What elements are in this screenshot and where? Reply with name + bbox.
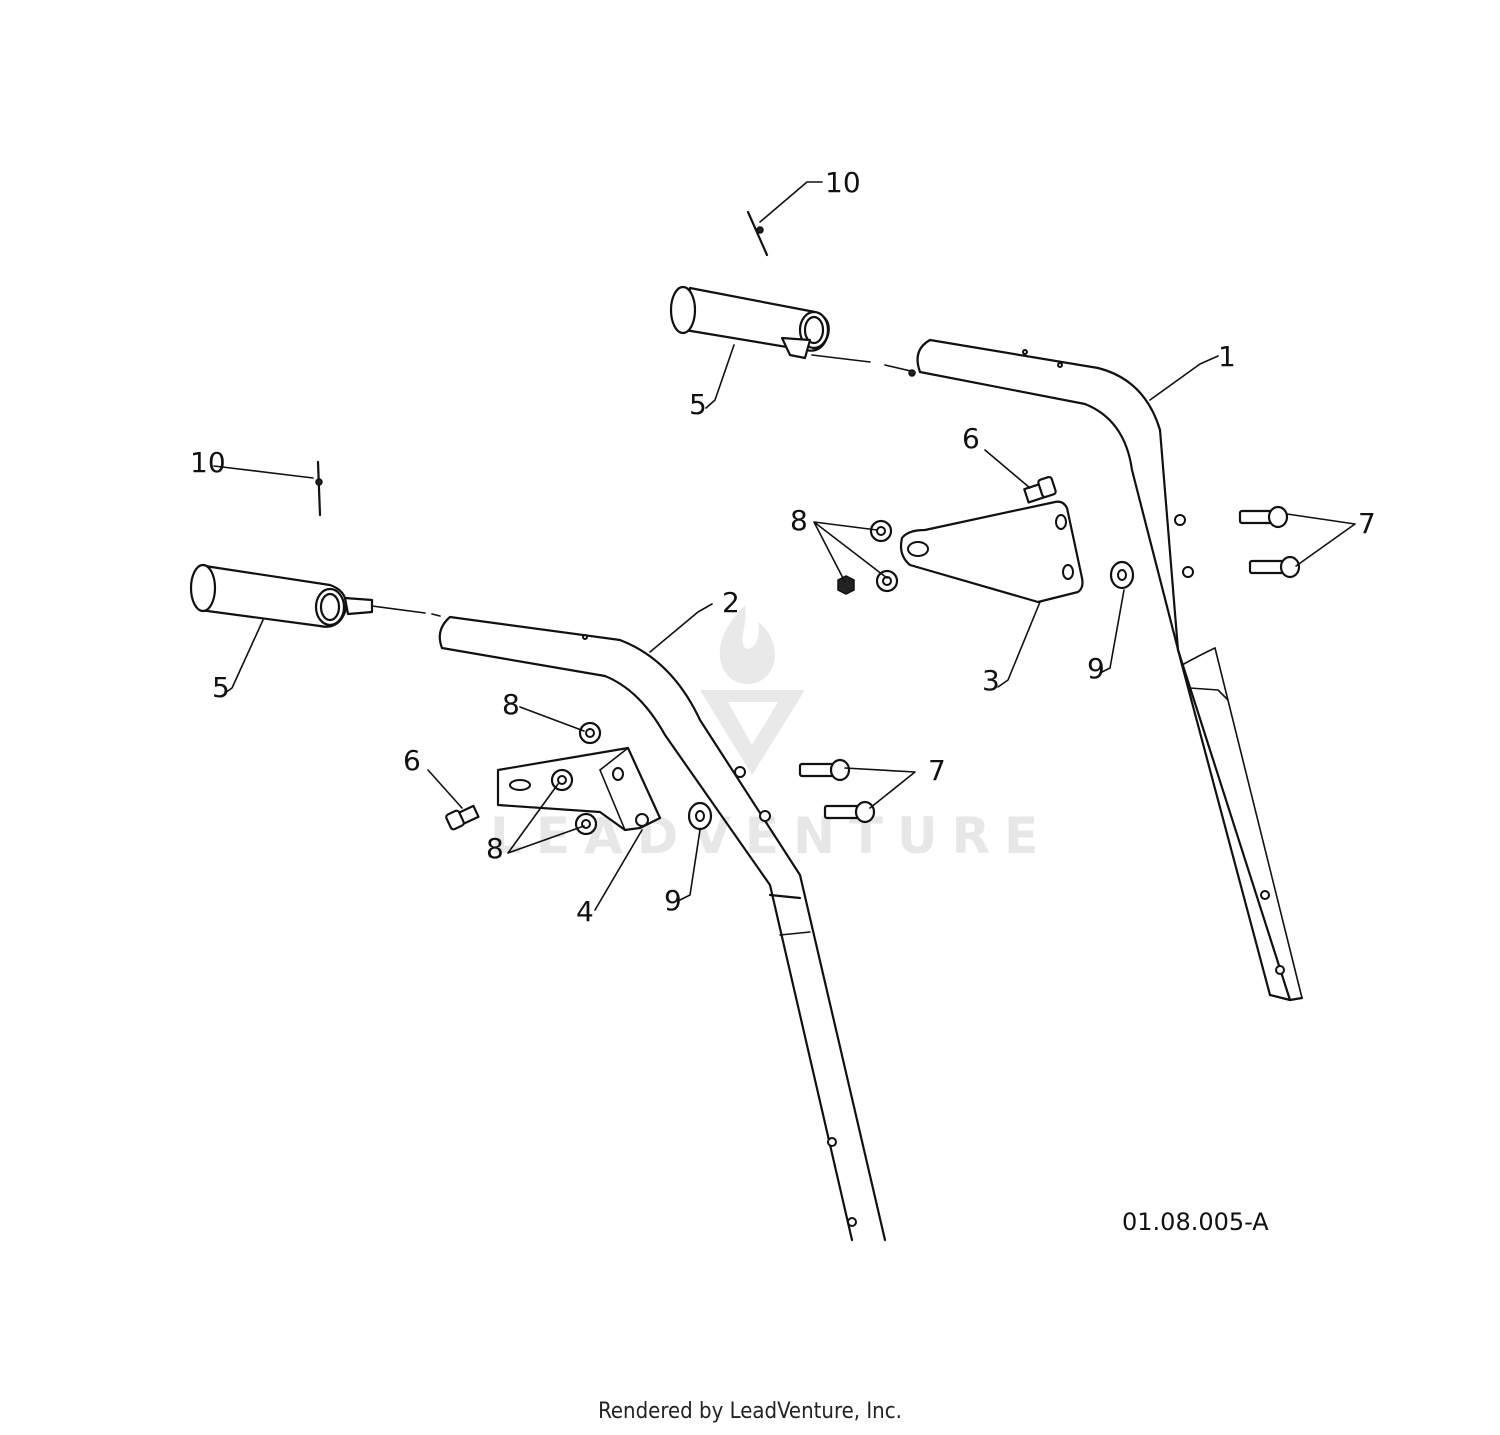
callout-2: 2 (722, 586, 740, 619)
right-handle-tube (916, 338, 1304, 1002)
callout-5-lower: 5 (212, 671, 230, 704)
callout-3: 3 (982, 664, 1000, 697)
bracket-lower (496, 746, 662, 832)
pin-10-upper (746, 210, 769, 257)
callout-1: 1 (1218, 340, 1236, 373)
bracket-upper (899, 500, 1084, 604)
callout-8-lower: 8 (486, 832, 504, 865)
leader-lines (213, 181, 1356, 911)
bolt-7-lower (798, 758, 876, 824)
left-handle-tube (438, 615, 887, 1242)
grip-lower (189, 563, 441, 628)
callout-10-upper: 10 (825, 166, 861, 199)
callout-6-lower: 6 (403, 744, 421, 777)
callout-7-lower: 7 (928, 754, 946, 787)
pin-10-lower (315, 460, 323, 517)
bolt-6-upper (1023, 475, 1057, 504)
nut-8-lower (550, 721, 602, 836)
watermark-text: LEADVENTURE (490, 807, 1052, 865)
callout-9-lower: 9 (664, 884, 682, 917)
grip-upper (669, 285, 916, 377)
callout-6-upper: 6 (962, 422, 980, 455)
callout-4: 4 (576, 895, 594, 928)
callout-10-lower: 10 (190, 446, 226, 479)
callout-8-mid: 8 (502, 688, 520, 721)
callout-9-upper: 9 (1087, 652, 1105, 685)
callout-5-upper: 5 (689, 388, 707, 421)
nut-8-upper (837, 519, 899, 595)
watermark-logo (700, 605, 805, 775)
washer-9-lower (687, 801, 713, 831)
callout-8-upper: 8 (790, 504, 808, 537)
footer-credit: Rendered by LeadVenture, Inc. (598, 1399, 902, 1424)
bolt-6-lower (445, 804, 480, 831)
washer-9-upper (1109, 560, 1135, 590)
drawing-code: 01.08.005-A (1122, 1208, 1269, 1236)
bolt-7-upper (1238, 505, 1301, 579)
callout-7-upper: 7 (1358, 507, 1376, 540)
